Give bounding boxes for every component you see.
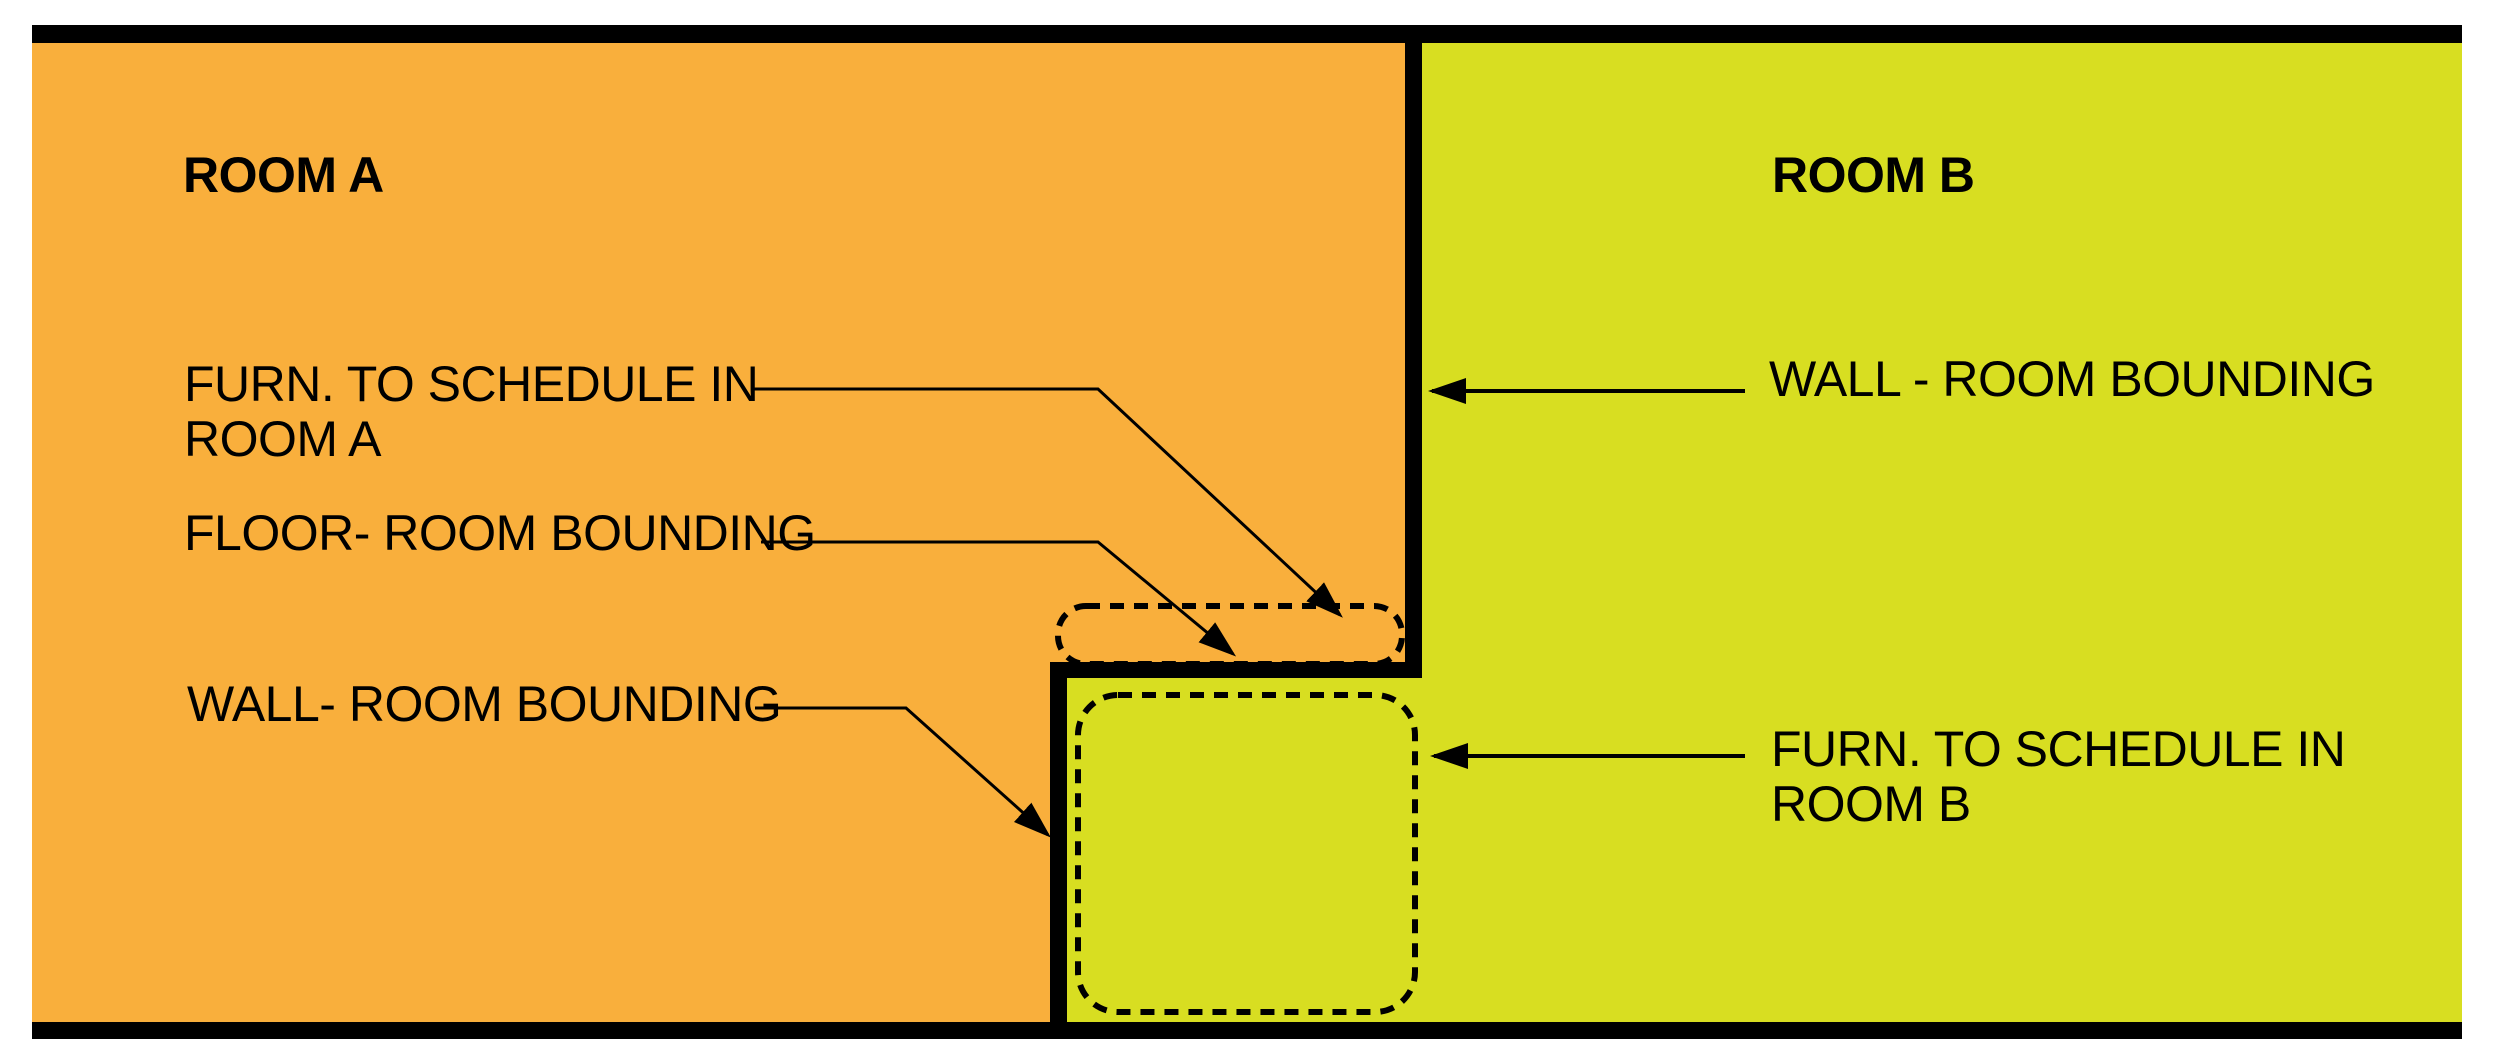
room-b-title: ROOM B — [1772, 147, 1975, 203]
dividing-wall-lower — [1050, 662, 1067, 1022]
furn-a-label-line2: ROOM A — [184, 411, 382, 467]
room-b-region — [1422, 43, 2462, 1022]
top-wall-bar — [32, 25, 2462, 43]
furn-b-label-line1: FURN. TO SCHEDULE IN — [1771, 721, 2346, 777]
wall-b-bounding-label: WALL - ROOM BOUNDING — [1769, 351, 2375, 407]
wall-a-bounding-label: WALL- ROOM BOUNDING — [187, 676, 782, 732]
leader-furn-a — [752, 387, 1343, 618]
room-a-title: ROOM A — [183, 147, 384, 203]
leader-wall-a — [755, 706, 1051, 838]
furn-b-label-line2: ROOM B — [1771, 776, 1971, 832]
furn-a-label-line1: FURN. TO SCHEDULE IN — [184, 356, 759, 412]
furniture-b-outline — [1075, 692, 1418, 1015]
bottom-wall-bar — [32, 1022, 2462, 1039]
leader-floor-a — [761, 540, 1237, 657]
room-b-notch-region — [1067, 678, 1422, 1022]
dividing-wall-upper — [1405, 43, 1422, 678]
floor-bounding-label: FLOOR- ROOM BOUNDING — [184, 505, 816, 561]
furniture-a-outline — [1055, 603, 1405, 667]
